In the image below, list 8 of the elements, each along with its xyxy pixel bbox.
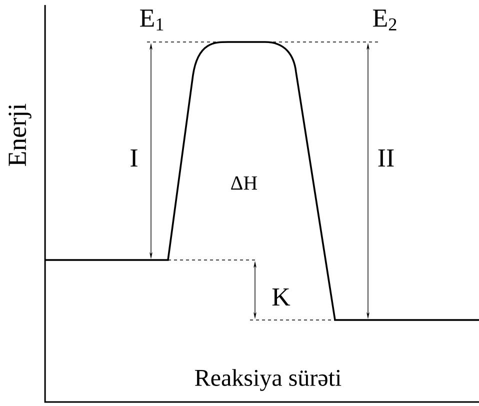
dimension-label: ΔH xyxy=(231,176,258,190)
dimension-label: II xyxy=(378,149,394,166)
axis-title: Enerji xyxy=(8,104,32,166)
dimension-label: I xyxy=(130,149,138,166)
dimension-label: K xyxy=(272,288,290,306)
energy-level-label: E$_{2}$ xyxy=(373,10,396,30)
energy-level-label: E$_{1}$ xyxy=(140,10,164,30)
axis-title: Reaksiya sürəti xyxy=(195,369,342,391)
